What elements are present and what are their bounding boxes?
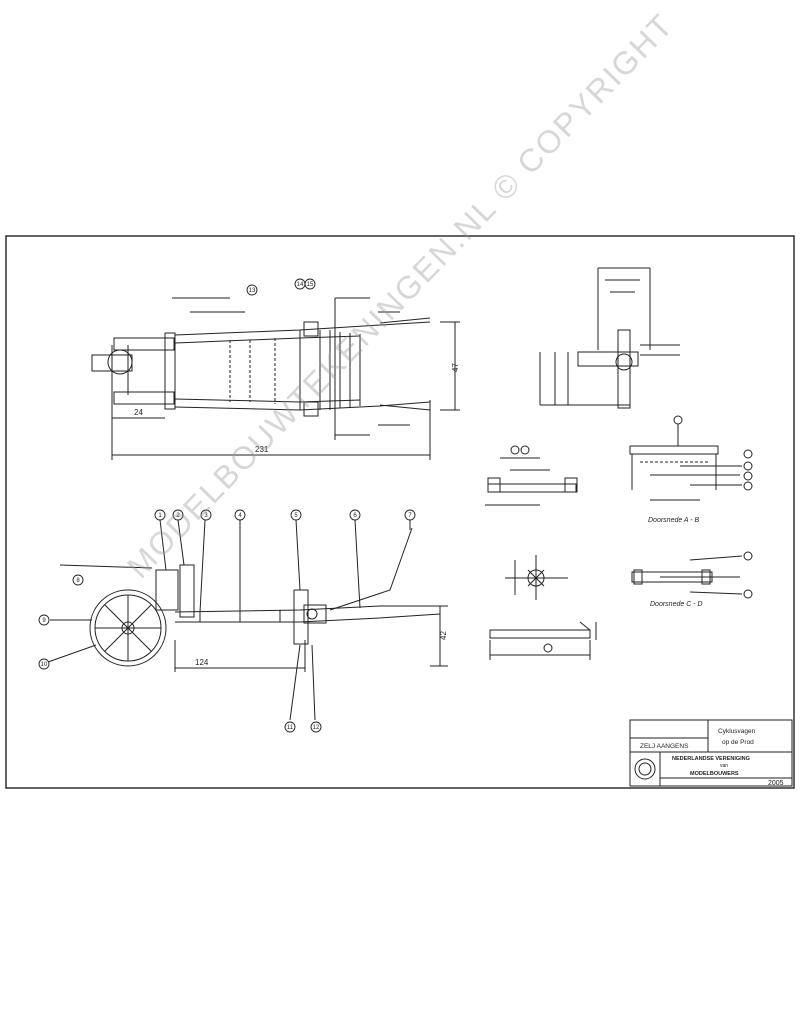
section-ab-label: Doorsnede A - B <box>648 517 700 524</box>
callout-label: 15 <box>307 282 314 288</box>
section-ab-view <box>629 415 753 501</box>
detail-part-middle <box>505 555 568 600</box>
callout-label: 10 <box>41 662 48 668</box>
callout-label: 2 <box>176 513 180 519</box>
callout-label: 8 <box>76 578 80 584</box>
top-view <box>91 297 460 460</box>
callout-label: 5 <box>294 513 298 519</box>
title-line-2: op de Prod <box>722 739 754 746</box>
end-view <box>539 267 680 409</box>
detail-part-lower <box>489 621 597 660</box>
title-category: ZELJ AANGENS <box>640 743 689 750</box>
callout-label: 13 <box>249 288 256 294</box>
callout-markers <box>38 278 416 733</box>
drawing-number: 2005 <box>768 780 784 787</box>
dimension-overall-length: 231 <box>255 445 269 454</box>
callout-label: 9 <box>42 618 46 624</box>
callout-label: 4 <box>238 513 242 519</box>
org-name-3: MODELBOUWERS <box>690 771 739 777</box>
callout-label: 6 <box>353 513 357 519</box>
dimension-lower-length: 124 <box>195 658 209 667</box>
dimension-lower-height: 42 <box>439 631 448 640</box>
callout-label: 3 <box>204 513 208 519</box>
dimension-height: 47 <box>451 363 460 372</box>
callout-label: 12 <box>313 725 320 731</box>
callout-label: 14 <box>297 282 304 288</box>
section-cd-view <box>631 551 753 599</box>
drawing-border <box>5 235 795 789</box>
callout-label: 7 <box>408 513 412 519</box>
dimension-left-offset: 24 <box>134 408 143 417</box>
side-view <box>47 519 448 721</box>
callout-label: 1 <box>158 513 162 519</box>
title-block <box>629 719 793 787</box>
org-name-2: van <box>720 763 728 769</box>
callout-label: 11 <box>287 725 294 731</box>
title-line-1: Cyklusvagen <box>718 728 756 735</box>
section-cd-label: Doorsnede C - D <box>650 601 703 608</box>
detail-part-upper <box>485 445 578 506</box>
org-name-1: NEDERLANDSE VERENIGING <box>672 756 750 762</box>
